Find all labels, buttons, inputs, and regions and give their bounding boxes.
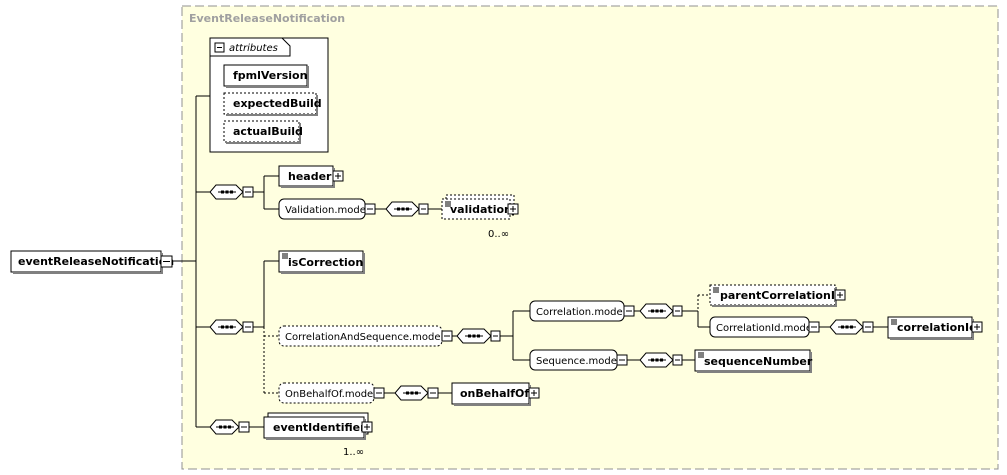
validation-cardinality: 0..∞ bbox=[488, 229, 509, 240]
element-parent-correlation-id-label: parentCorrelationId bbox=[720, 289, 843, 302]
container-title: EventReleaseNotification bbox=[189, 12, 345, 25]
sequence-compositor-1[interactable] bbox=[209, 184, 254, 200]
sequence-compositor-correlation-and-sequence[interactable] bbox=[456, 328, 501, 344]
element-header-label: header bbox=[288, 170, 332, 183]
sequence-compositor-3[interactable] bbox=[209, 419, 250, 435]
group-on-behalf-of-model-label: OnBehalfOf.model bbox=[285, 389, 376, 400]
group-validation-model-label: Validation.model bbox=[285, 205, 369, 216]
group-correlation-and-sequence-model-label: CorrelationAndSequence.model bbox=[285, 332, 443, 343]
sequence-compositor-validation[interactable] bbox=[385, 201, 429, 217]
sequence-compositor-on-behalf-of[interactable] bbox=[394, 385, 439, 401]
sequence-compositor-correlation[interactable] bbox=[639, 303, 683, 319]
group-correlation-id-model-label: CorrelationId.model bbox=[716, 323, 815, 334]
sequence-compositor-2[interactable] bbox=[209, 319, 254, 335]
attribute-actualbuild-label: actualBuild bbox=[233, 125, 303, 138]
group-correlation-model-label: Correlation.model bbox=[536, 307, 625, 318]
attribute-fpmlversion-label: fpmlVersion bbox=[233, 69, 307, 82]
sequence-compositor-correlation-id[interactable] bbox=[829, 319, 874, 335]
attributes-label: attributes bbox=[229, 43, 278, 54]
attribute-expectedbuild[interactable] bbox=[223, 92, 317, 115]
event-identifier-cardinality: 1..∞ bbox=[343, 447, 364, 458]
connector-lines bbox=[172, 95, 888, 428]
element-correlation-id-label: correlationId bbox=[897, 321, 977, 334]
attribute-expectedbuild-label: expectedBuild bbox=[233, 97, 322, 110]
element-validation-label: validation bbox=[450, 203, 512, 216]
root-element-label: eventReleaseNotification bbox=[18, 255, 174, 268]
element-on-behalf-of-label: onBehalfOf bbox=[460, 387, 529, 400]
group-sequence-model-label: Sequence.model bbox=[536, 356, 620, 367]
element-event-identifier-label: eventIdentifier bbox=[273, 421, 366, 434]
element-is-correction-label: isCorrection bbox=[288, 256, 363, 269]
element-sequence-number-label: sequenceNumber bbox=[704, 355, 813, 368]
sequence-compositor-sequence[interactable] bbox=[639, 352, 683, 368]
element-parent-correlation-id[interactable] bbox=[709, 284, 836, 306]
